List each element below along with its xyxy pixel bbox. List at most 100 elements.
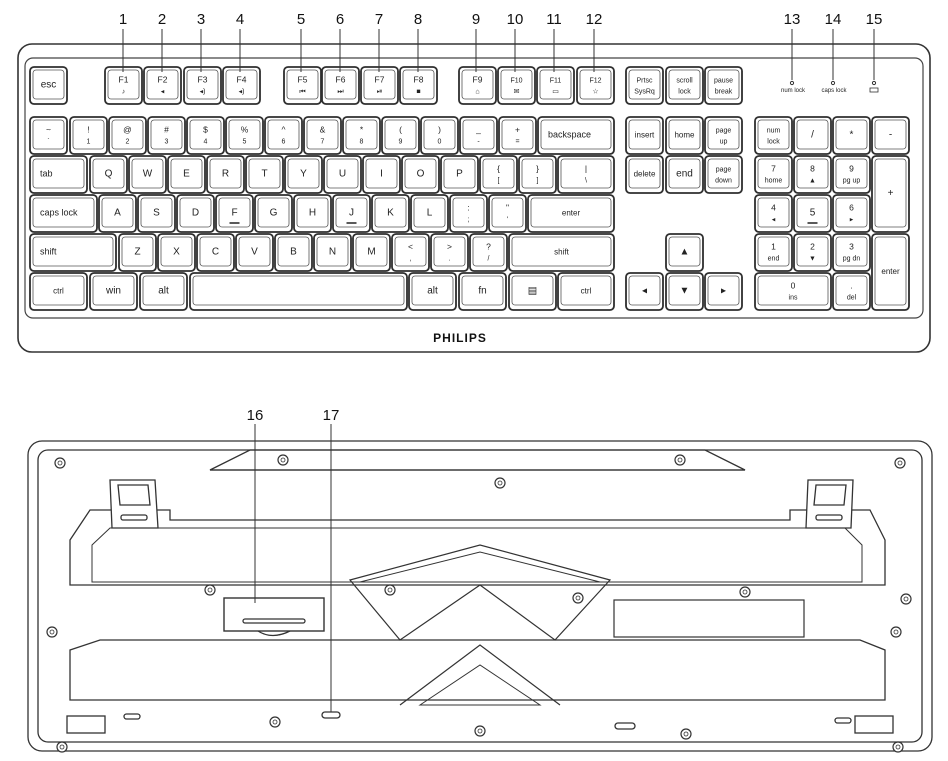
key-minus[interactable]: _- [459,116,498,155]
key-f3[interactable]: F3◂) [183,66,222,105]
key-shift[interactable]: shift [29,233,117,272]
key-t[interactable]: T [245,155,284,194]
key-d[interactable]: D [176,194,215,233]
key-home[interactable]: home [665,116,704,155]
key-f1[interactable]: F1♪ [104,66,143,105]
key-end[interactable]: end [665,155,704,194]
key-np9[interactable]: 9pg up [832,155,871,194]
key-slash[interactable]: ?/ [469,233,508,272]
key-np_enter[interactable]: enter [871,233,910,311]
key-n4[interactable]: $4 [186,116,225,155]
key-y[interactable]: Y [284,155,323,194]
key-f7[interactable]: F7⏯ [360,66,399,105]
key-rbr[interactable]: }] [518,155,557,194]
key-left[interactable]: ◂ [625,272,664,311]
key-semi[interactable]: :; [449,194,488,233]
key-np4[interactable]: 4◂ [754,194,793,233]
key-tab[interactable]: tab [29,155,88,194]
key-npdot[interactable]: .del [832,272,871,311]
key-alt[interactable]: alt [139,272,188,311]
key-x[interactable]: X [157,233,196,272]
key-a[interactable]: A [98,194,137,233]
key-q[interactable]: Q [89,155,128,194]
key-ctrl[interactable]: ctrl [29,272,88,311]
key-n1[interactable]: !1 [69,116,108,155]
key-l[interactable]: L [410,194,449,233]
key-c[interactable]: C [196,233,235,272]
key-enter[interactable]: enter [527,194,615,233]
key-comma[interactable]: <, [391,233,430,272]
key-g[interactable]: G [254,194,293,233]
key-i[interactable]: I [362,155,401,194]
key-up[interactable]: ▲ [665,233,704,272]
key-menu[interactable]: ▤ [508,272,557,311]
key-right[interactable]: ▸ [704,272,743,311]
key-f6[interactable]: F6⏭ [321,66,360,105]
key-np2[interactable]: 2▼ [793,233,832,272]
key-n0[interactable]: )0 [420,116,459,155]
key-e[interactable]: E [167,155,206,194]
key-insert[interactable]: insert [625,116,664,155]
key-b[interactable]: B [274,233,313,272]
key-f8[interactable]: F8■ [399,66,438,105]
key-win[interactable]: win [89,272,138,311]
key-f[interactable]: F [215,194,254,233]
key-np_plus[interactable]: + [871,155,910,233]
key-u[interactable]: U [323,155,362,194]
key-n[interactable]: N [313,233,352,272]
key-delete[interactable]: delete [625,155,664,194]
key-fn[interactable]: fn [458,272,507,311]
key-capslock[interactable]: caps lock [29,194,98,233]
key-lbr[interactable]: {[ [479,155,518,194]
key-np3[interactable]: 3pg dn [832,233,871,272]
key-f12[interactable]: F12☆ [576,66,615,105]
key-w[interactable]: W [128,155,167,194]
key-j[interactable]: J [332,194,371,233]
key-o[interactable]: O [401,155,440,194]
key-m[interactable]: M [352,233,391,272]
key-n3[interactable]: #3 [147,116,186,155]
key-esc[interactable]: esc [29,66,68,105]
key-period[interactable]: >. [430,233,469,272]
key-n7[interactable]: &7 [303,116,342,155]
key-np_minus[interactable]: - [871,116,910,155]
key-np_mul[interactable]: * [832,116,871,155]
key-np8[interactable]: 8▲ [793,155,832,194]
key-np6[interactable]: 6▸ [832,194,871,233]
key-f4[interactable]: F4◂) [222,66,261,105]
key-s[interactable]: S [137,194,176,233]
key-h[interactable]: H [293,194,332,233]
key-p[interactable]: P [440,155,479,194]
key-z[interactable]: Z [118,233,157,272]
key-n2[interactable]: @2 [108,116,147,155]
key-backspace[interactable]: backspace [537,116,615,155]
key-np5[interactable]: 5 [793,194,832,233]
key-k[interactable]: K [371,194,410,233]
key-f10[interactable]: F10✉ [497,66,536,105]
key-f5[interactable]: F5⏮ [283,66,322,105]
key-n8[interactable]: *8 [342,116,381,155]
key-np_div[interactable]: / [793,116,832,155]
key-n6[interactable]: ^6 [264,116,303,155]
key-quote[interactable]: "' [488,194,527,233]
key-bs[interactable]: |\ [557,155,615,194]
key-v[interactable]: V [235,233,274,272]
key-down[interactable]: ▼ [665,272,704,311]
key-rctrl[interactable]: ctrl [557,272,615,311]
key-tilde[interactable]: ~` [29,116,68,155]
key-n5[interactable]: %5 [225,116,264,155]
key-f9[interactable]: F9⌂ [458,66,497,105]
key-n9[interactable]: (9 [381,116,420,155]
key-r[interactable]: R [206,155,245,194]
key-f2[interactable]: F2◂ [143,66,182,105]
key-space[interactable] [189,272,408,311]
